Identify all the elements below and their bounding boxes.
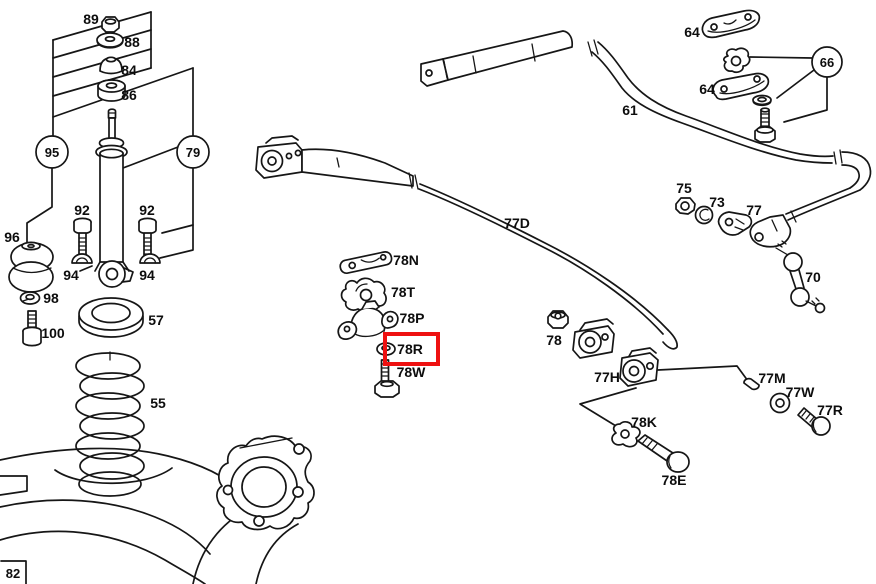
callout-lines-77H (579, 365, 749, 427)
strap-78N (339, 251, 393, 275)
callout-95-label[interactable]: 95 (45, 145, 59, 160)
label-57[interactable]: 57 (148, 312, 164, 328)
label-78[interactable]: 78 (546, 332, 562, 348)
label-94-left[interactable]: 94 (63, 267, 79, 283)
label-61[interactable]: 61 (622, 102, 638, 118)
label-78E[interactable]: 78E (662, 472, 687, 488)
nut-75 (675, 197, 696, 215)
label-77M[interactable]: 77M (758, 370, 785, 386)
label-70[interactable]: 70 (805, 269, 821, 285)
callout-66[interactable]: 66 (811, 46, 843, 78)
bracket-77 (717, 211, 753, 236)
bolt-92-left (73, 217, 92, 258)
label-89[interactable]: 89 (83, 11, 99, 27)
label-98[interactable]: 98 (43, 290, 59, 306)
label-64-bottom[interactable]: 64 (699, 81, 715, 97)
washer-88 (96, 32, 124, 49)
callout-95[interactable]: 95 (35, 135, 69, 169)
link-70 (775, 240, 826, 314)
torsion-bar-77D (255, 135, 678, 350)
snap-ring-98 (19, 291, 41, 305)
label-94-right[interactable]: 94 (139, 267, 155, 283)
bolt-77R (797, 407, 831, 436)
label-77W[interactable]: 77W (786, 384, 816, 400)
bolt-64-group (754, 107, 776, 143)
callout-lines-66 (749, 56, 828, 123)
page-box (0, 560, 27, 584)
label-78W[interactable]: 78W (397, 364, 427, 380)
retainer-78K (611, 421, 641, 448)
nut-78 (547, 310, 569, 329)
label-78T[interactable]: 78T (391, 284, 416, 300)
trailing-arm (0, 435, 315, 584)
bolt-78E (637, 434, 690, 473)
callout-79-label[interactable]: 79 (186, 145, 200, 160)
label-77H[interactable]: 77H (594, 369, 620, 385)
page-box-label: 82 (6, 566, 20, 581)
shock-absorber (94, 108, 134, 288)
spring-seat-57 (78, 297, 144, 338)
bushing-86 (97, 79, 126, 102)
label-55[interactable]: 55 (150, 395, 166, 411)
label-100[interactable]: 100 (41, 325, 65, 341)
label-75[interactable]: 75 (676, 180, 692, 196)
bracket-64-top (701, 9, 761, 39)
label-77R[interactable]: 77R (817, 402, 843, 418)
bushing-64-group (722, 47, 751, 74)
stabilizer-bar-61 (420, 30, 872, 248)
bushing-84 (99, 56, 123, 75)
label-78P[interactable]: 78P (400, 310, 425, 326)
callout-66-label[interactable]: 66 (820, 55, 834, 70)
washer-77W (769, 392, 791, 414)
bracket-77H (619, 347, 659, 387)
label-78K[interactable]: 78K (631, 414, 657, 430)
label-92-left[interactable]: 92 (74, 202, 90, 218)
callout-79[interactable]: 79 (176, 135, 210, 169)
bump-stop-96 (8, 241, 54, 293)
bolt-100 (22, 310, 42, 347)
bushing-73 (694, 205, 714, 225)
label-77D[interactable]: 77D (504, 215, 530, 231)
washer-64-group (752, 94, 772, 107)
clip-94-left (71, 253, 93, 264)
label-96[interactable]: 96 (4, 229, 20, 245)
nut-89 (101, 16, 120, 33)
sleeve-77M (743, 377, 760, 391)
bolt-92-right (138, 217, 157, 258)
label-64-top[interactable]: 64 (684, 24, 700, 40)
label-88[interactable]: 88 (124, 34, 140, 50)
label-84[interactable]: 84 (121, 62, 137, 78)
highlight-box-78R[interactable] (383, 332, 440, 366)
label-78N[interactable]: 78N (393, 252, 419, 268)
clip-94-right (139, 253, 161, 264)
coil-spring-55 (75, 351, 145, 497)
clamp-bracket-78 (572, 318, 615, 359)
label-78R[interactable]: 78R (397, 341, 423, 357)
clamp-78P (337, 300, 399, 340)
label-73[interactable]: 73 (709, 194, 725, 210)
label-86[interactable]: 86 (121, 87, 137, 103)
label-77[interactable]: 77 (746, 202, 762, 218)
bracket-64-bottom (712, 72, 770, 101)
label-92-right[interactable]: 92 (139, 202, 155, 218)
